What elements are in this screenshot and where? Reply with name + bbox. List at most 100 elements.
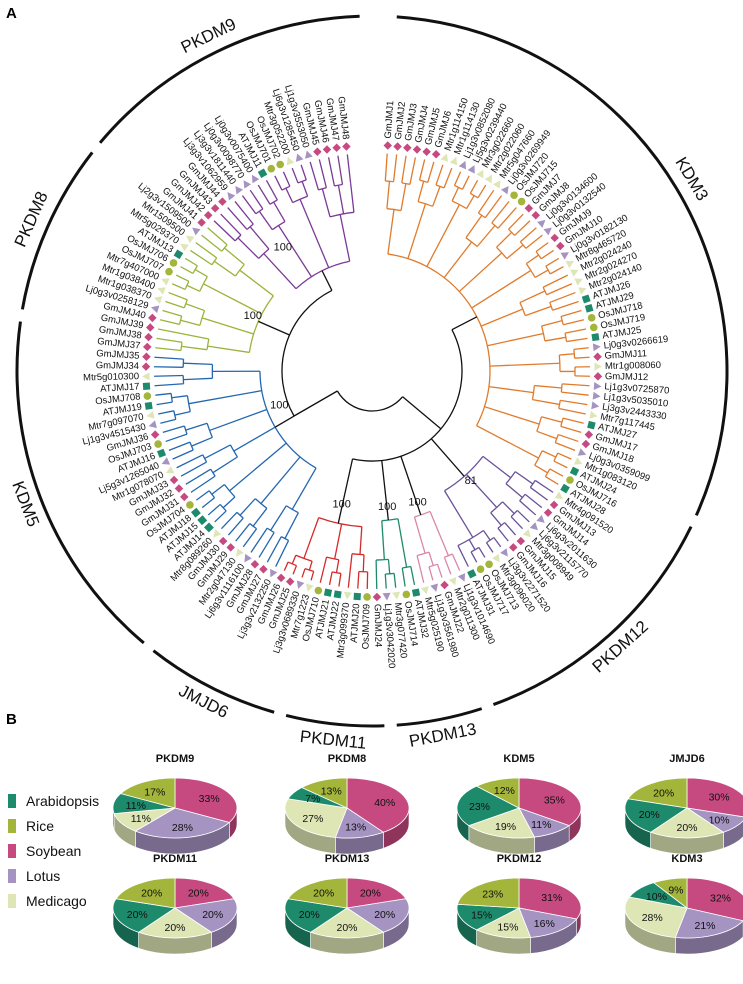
- bootstrap-label: 100: [408, 496, 426, 508]
- leaf-marker: [270, 568, 278, 578]
- leaf-marker: [142, 352, 151, 361]
- tree-branch: [549, 266, 564, 275]
- tree-branch: [301, 181, 309, 197]
- tree-branch: [211, 484, 225, 495]
- clade-arc: [152, 649, 275, 714]
- tree-branch: [484, 195, 503, 219]
- leaf-marker: [458, 160, 467, 170]
- tree-branch: [266, 536, 282, 563]
- tree-branch: [184, 257, 198, 267]
- tree-branch: [401, 155, 407, 183]
- leaf-marker: [148, 313, 157, 323]
- pie-slice-rice: [287, 877, 348, 909]
- tree-branch: [429, 511, 443, 540]
- leaf-marker: [584, 303, 594, 313]
- leaf-marker: [144, 332, 153, 342]
- tree-branch: [241, 195, 257, 215]
- tree-branch: [504, 522, 517, 536]
- clade-kdm5: Lj3g3v2132250GmJMJ27GmJMJ28Lj6g3v1116100…: [81, 348, 317, 641]
- tree-branch: [158, 410, 174, 415]
- pie-percent-label: 31%: [541, 892, 562, 904]
- tree-branch: [351, 553, 365, 556]
- tree-branch: [221, 244, 228, 252]
- tree-branch: [477, 189, 495, 214]
- clade-arc: [396, 15, 729, 516]
- tree-branch: [546, 283, 573, 296]
- tree-branch: [381, 518, 399, 522]
- leaf-marker: [431, 150, 441, 159]
- leaf-marker: [500, 186, 509, 195]
- tree-branch: [457, 529, 484, 547]
- tree-branch: [381, 460, 389, 521]
- pie-percent-label: 20%: [676, 822, 697, 834]
- tree-branch: [400, 183, 407, 211]
- tree-branch: [346, 154, 352, 184]
- clade-pkdm8: GmJMJ37GmJMJ38GmJMJ39GmJMJ40Lj0g3v025812…: [84, 181, 274, 354]
- tree-branch: [214, 510, 227, 523]
- tree-branch: [349, 183, 355, 213]
- pie-percent-label: 20%: [299, 909, 320, 921]
- tree-branch: [195, 490, 210, 501]
- tree-branch: [534, 384, 562, 389]
- leaf-marker: [156, 448, 167, 458]
- pie-slice-soybean: [174, 777, 238, 823]
- leaf-marker: [276, 160, 284, 169]
- tree-branch: [331, 571, 341, 575]
- leaf-marker: [251, 174, 260, 184]
- tree-branch: [258, 532, 275, 558]
- leaf-marker: [192, 227, 201, 236]
- leaf-marker: [332, 143, 341, 153]
- tree-branch: [402, 396, 442, 430]
- tree-branch: [171, 395, 188, 399]
- leaf-marker: [589, 410, 598, 419]
- tree-branch: [562, 417, 584, 424]
- tree-branch: [531, 385, 535, 400]
- tree-branch: [386, 181, 391, 209]
- tree-branch: [162, 425, 185, 434]
- leaf-marker: [382, 592, 391, 601]
- leaf-label: GmJMJ12: [605, 371, 649, 383]
- tree-branch: [203, 283, 263, 315]
- leaf-marker: [372, 592, 382, 602]
- tree-branch: [559, 353, 575, 356]
- pie-slice-soybean: [346, 777, 410, 833]
- leaf-marker: [146, 410, 155, 419]
- clade-arc: [492, 525, 693, 706]
- tree-branch: [549, 291, 576, 304]
- tree-branch: [428, 551, 434, 566]
- tree-branch: [212, 456, 238, 474]
- tree-branch: [227, 207, 248, 230]
- tree-branch: [334, 523, 343, 560]
- tree-branch: [338, 573, 342, 587]
- leaf-marker: [517, 197, 526, 206]
- pie-title: PKDM9: [156, 753, 195, 765]
- tree-branch: [359, 526, 363, 555]
- leaf-marker: [314, 586, 323, 595]
- pie-percent-label: 10%: [709, 814, 730, 826]
- pie-percent-label: 28%: [172, 822, 193, 834]
- tree-branch: [416, 551, 430, 557]
- tree-branch: [541, 450, 557, 458]
- pie-slice-soybean: [346, 877, 407, 909]
- leaf-label: Lj1g3v0725870: [604, 381, 670, 396]
- tree-branch: [387, 209, 395, 255]
- leaf-marker: [578, 287, 587, 295]
- leaf-marker: [593, 352, 602, 361]
- tree-branch: [199, 310, 206, 326]
- pie-percent-label: 19%: [495, 821, 516, 833]
- tree-branch: [402, 565, 411, 569]
- tree-branch: [544, 336, 566, 342]
- leaf-marker: [151, 305, 160, 314]
- tree-branch: [493, 537, 502, 548]
- tree-branch: [489, 362, 560, 367]
- tree-branch: [329, 211, 355, 218]
- pie-slice-soybean: [518, 777, 582, 827]
- tree-branch: [436, 563, 443, 578]
- tree-branch: [165, 433, 188, 443]
- tree-branch: [183, 425, 188, 435]
- tree-branch: [347, 570, 351, 588]
- tree-branch: [334, 183, 343, 187]
- pie-percent-label: 13%: [345, 822, 366, 834]
